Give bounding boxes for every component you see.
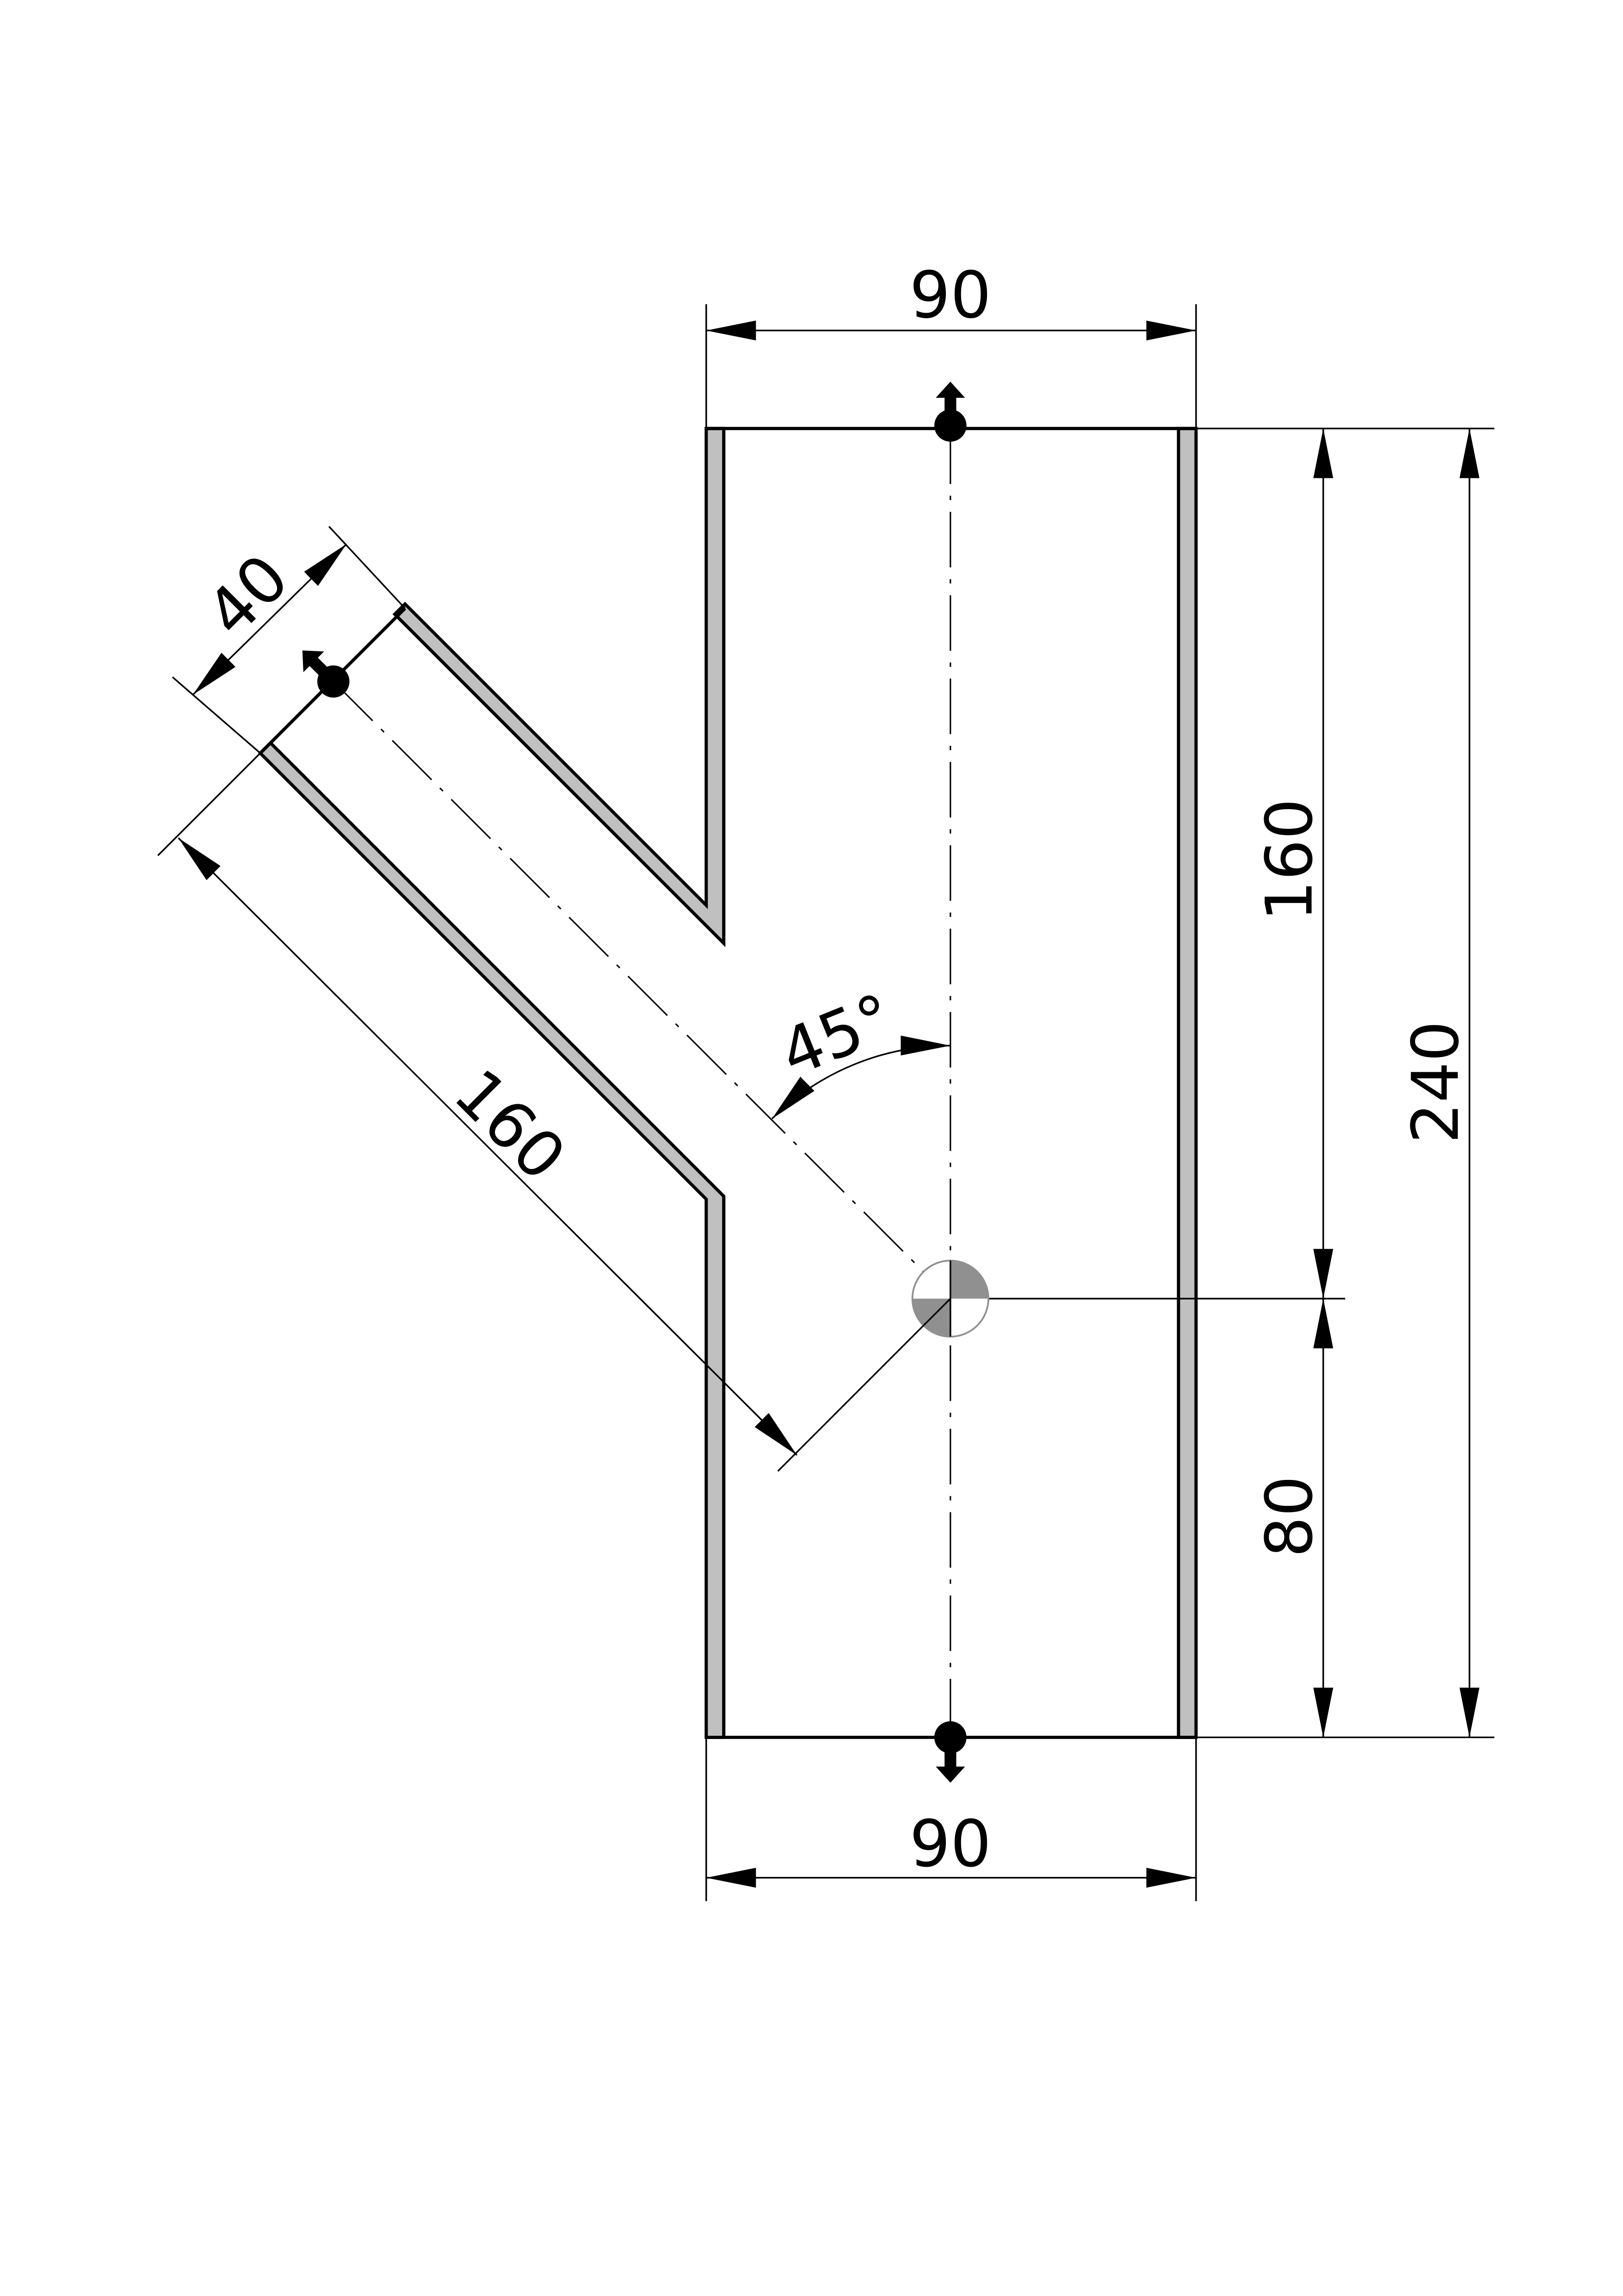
dim-top-width-label: 90	[909, 258, 991, 333]
dim-line-branch-diameter	[192, 543, 347, 695]
flow-arrow-top-icon	[934, 382, 967, 442]
dim-branch-length-label: 160	[440, 1055, 580, 1195]
extension-lines	[157, 304, 1494, 1901]
dim-bottom-width-label: 90	[909, 1807, 991, 1881]
dim-arc-branch-angle	[771, 1035, 950, 1120]
flow-arrow-bottom-icon	[934, 1721, 967, 1783]
dim-line-branch-length	[178, 837, 798, 1456]
dim-total-length-label: 240	[1398, 1021, 1473, 1144]
dim-lower-length-label: 80	[1252, 1476, 1327, 1558]
right-wall	[1177, 427, 1198, 1739]
left-upper-wall	[392, 427, 726, 947]
dim-upper-length-label: 160	[1252, 798, 1327, 921]
left-lower-wall	[258, 740, 726, 1739]
pipe-body	[258, 427, 1198, 1739]
dim-branch-diameter-label: 40	[192, 540, 303, 651]
dim-branch-angle-label: 45°	[770, 979, 904, 1092]
